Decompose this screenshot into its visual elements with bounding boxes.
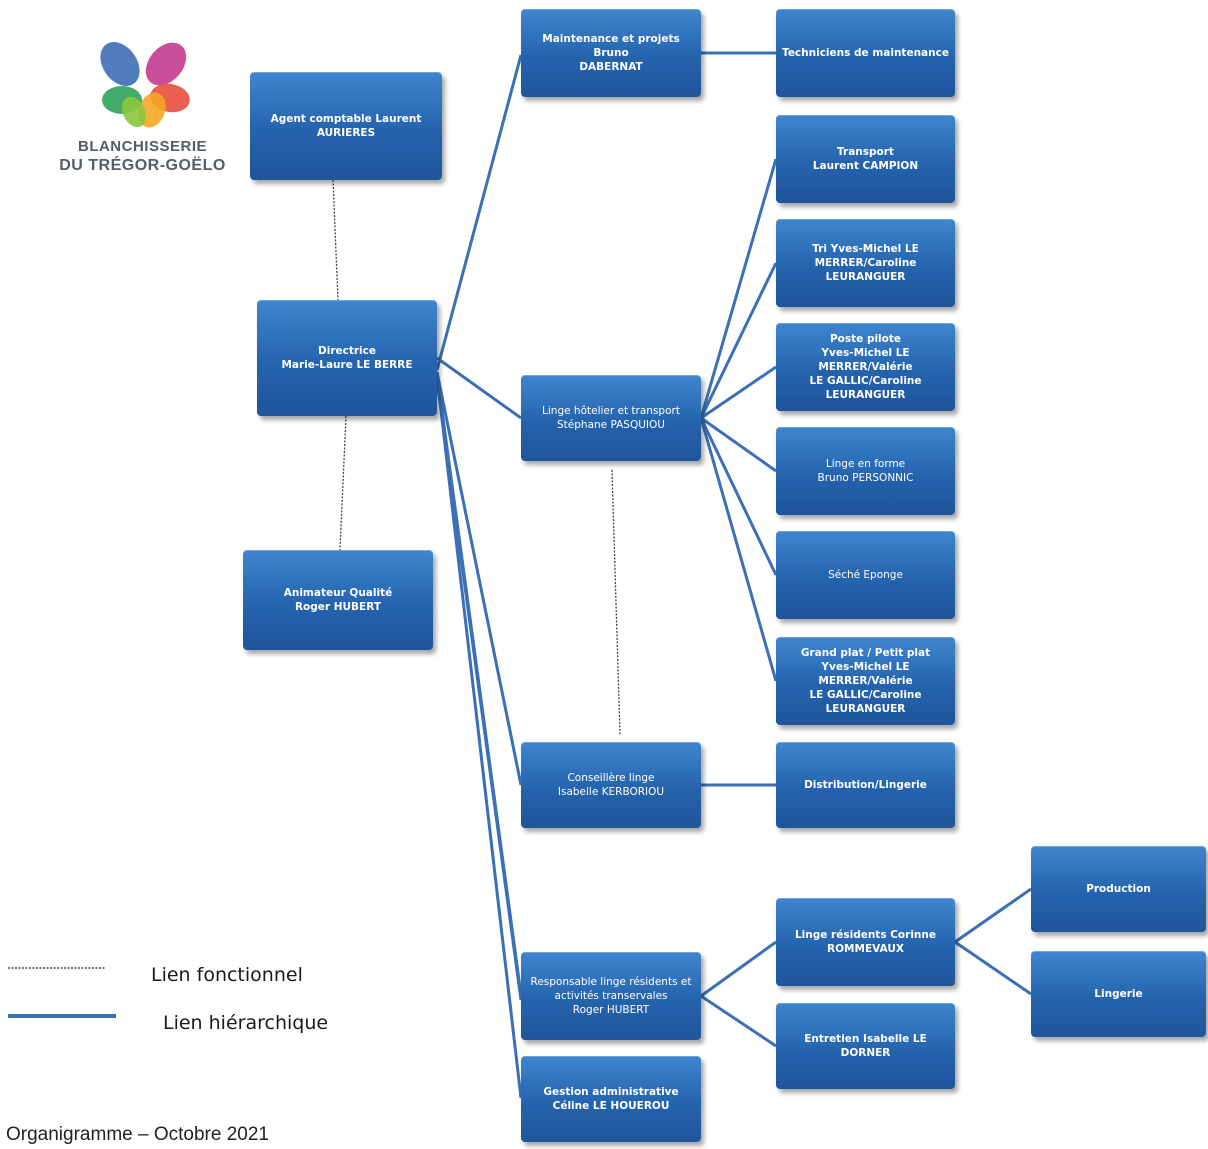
- node-text-line: Responsable linge résidents et: [530, 976, 692, 988]
- node-text-line: Lingerie: [1094, 988, 1143, 1000]
- legend-functional-label: Lien fonctionnel: [151, 964, 303, 986]
- legend-functional-line-icon: [8, 967, 106, 969]
- node-text-line: Directrice: [318, 345, 376, 357]
- hierarchical-link: [699, 417, 778, 576]
- node-text-line: Roger HUBERT: [572, 1004, 650, 1016]
- butterfly-logo-icon: [100, 42, 190, 128]
- node-text-line: ROMMEVAUX: [827, 943, 904, 955]
- logo-text-line2: DU TRÉGOR-GOËLO: [59, 157, 226, 174]
- hierarchical-link: [700, 940, 777, 998]
- node-text-line: Grand plat / Petit plat: [800, 647, 931, 659]
- logo-text-line1: BLANCHISSERIE: [77, 138, 207, 155]
- node-text-line: Laurent CAMPION: [812, 160, 919, 172]
- node-text-line: MERRER/Caroline LEURANGUER: [814, 257, 917, 283]
- hierarchical-link: [954, 940, 1032, 996]
- node-text-line: Bruno PERSONNIC: [817, 472, 914, 484]
- node-text-line: Stéphane PASQUIOU: [557, 419, 665, 431]
- hierarchical-link: [700, 365, 777, 420]
- node-text-line: Distribution/Lingerie: [804, 779, 927, 791]
- hierarchical-link: [436, 356, 522, 420]
- agent-comptable-box: Agent comptable Laurent AURIERES: [250, 72, 442, 180]
- footer-caption: Organigramme – Octobre 2021: [6, 1124, 269, 1145]
- node-text-line: Agent comptable Laurent AURIERES: [270, 113, 422, 139]
- node-text-line: Linge hôtelier et transport: [542, 405, 680, 417]
- hierarchical-link: [699, 262, 778, 419]
- node-text-line: Linge résidents Corinne: [794, 929, 936, 941]
- responsable-residents-box: Responsable linge résidents et activités …: [521, 952, 701, 1040]
- legend-hierarchical-label: Lien hiérarchique: [163, 1012, 329, 1034]
- functional-link: [339, 415, 347, 551]
- entretien-box: Entretien Isabelle LE DORNER: [776, 1003, 955, 1089]
- hierarchical-link: [954, 887, 1032, 944]
- node-text-line: LEURANGUER: [825, 389, 906, 401]
- node-text-line: LEURANGUER: [825, 703, 906, 715]
- node-text-line: Marie-Laure LE BERRE: [281, 359, 413, 371]
- functional-link: [611, 469, 621, 736]
- hierarchical-link: [699, 158, 778, 419]
- hierarchical-link: [435, 54, 523, 371]
- node-text-line: Maintenance et projets Bruno: [542, 33, 680, 59]
- node-text-line: Production: [1086, 883, 1151, 895]
- node-text-line: Yves-Michel LE MERRER/Valérie: [818, 347, 913, 373]
- distribution-box: Distribution/Lingerie: [776, 742, 955, 828]
- node-text-line: LE GALLIC/Caroline: [809, 375, 922, 387]
- techniciens-box: Techniciens de maintenance: [776, 9, 955, 97]
- node-text-line: Isabelle KERBORIOU: [557, 786, 665, 798]
- hierarchical-link: [699, 417, 778, 682]
- node-text-line: Séché Eponge: [828, 569, 903, 581]
- node-text-line: Linge en forme: [825, 458, 906, 470]
- node-text-line: activités transervales: [554, 990, 668, 1002]
- node-text-line: DABERNAT: [579, 61, 643, 73]
- node-text-line: Gestion administrative: [543, 1086, 679, 1098]
- production-box: Production: [1031, 846, 1206, 932]
- lingerie-box: Lingerie: [1031, 951, 1206, 1037]
- node-text-line: Techniciens de maintenance: [782, 47, 949, 59]
- functional-link: [332, 179, 339, 301]
- node-text-line: Transport: [837, 146, 894, 158]
- node-text-line: Animateur Qualité: [283, 587, 393, 599]
- hierarchical-link: [435, 375, 523, 1099]
- node-text-line: LE GALLIC/Caroline: [809, 689, 922, 701]
- node-text-line: Conseillère linge: [567, 772, 655, 784]
- node-text-line: Yves-Michel LE MERRER/Valérie: [818, 661, 913, 687]
- node-text-line: Poste pilote: [829, 333, 902, 345]
- hierarchical-link: [700, 994, 777, 1048]
- node-text-line: Roger HUBERT: [294, 601, 382, 613]
- tri-box: Tri Yves-Michel LE MERRER/Caroline LEURAN…: [776, 219, 955, 307]
- hierarchical-link: [700, 416, 777, 473]
- node-text-line: Entretien Isabelle LE DORNER: [804, 1033, 927, 1059]
- logo: BLANCHISSERIE DU TRÉGOR-GOËLO: [45, 28, 240, 188]
- legend-hierarchical-line-icon: [8, 1014, 116, 1018]
- hierarchical-link: [435, 371, 523, 786]
- node-text-line: Céline LE HOUEROU: [552, 1100, 670, 1112]
- node-text-line: Tri Yves-Michel LE: [812, 243, 919, 255]
- seche-eponge-box: Séché Eponge: [776, 531, 955, 619]
- hierarchical-link: [435, 379, 523, 1001]
